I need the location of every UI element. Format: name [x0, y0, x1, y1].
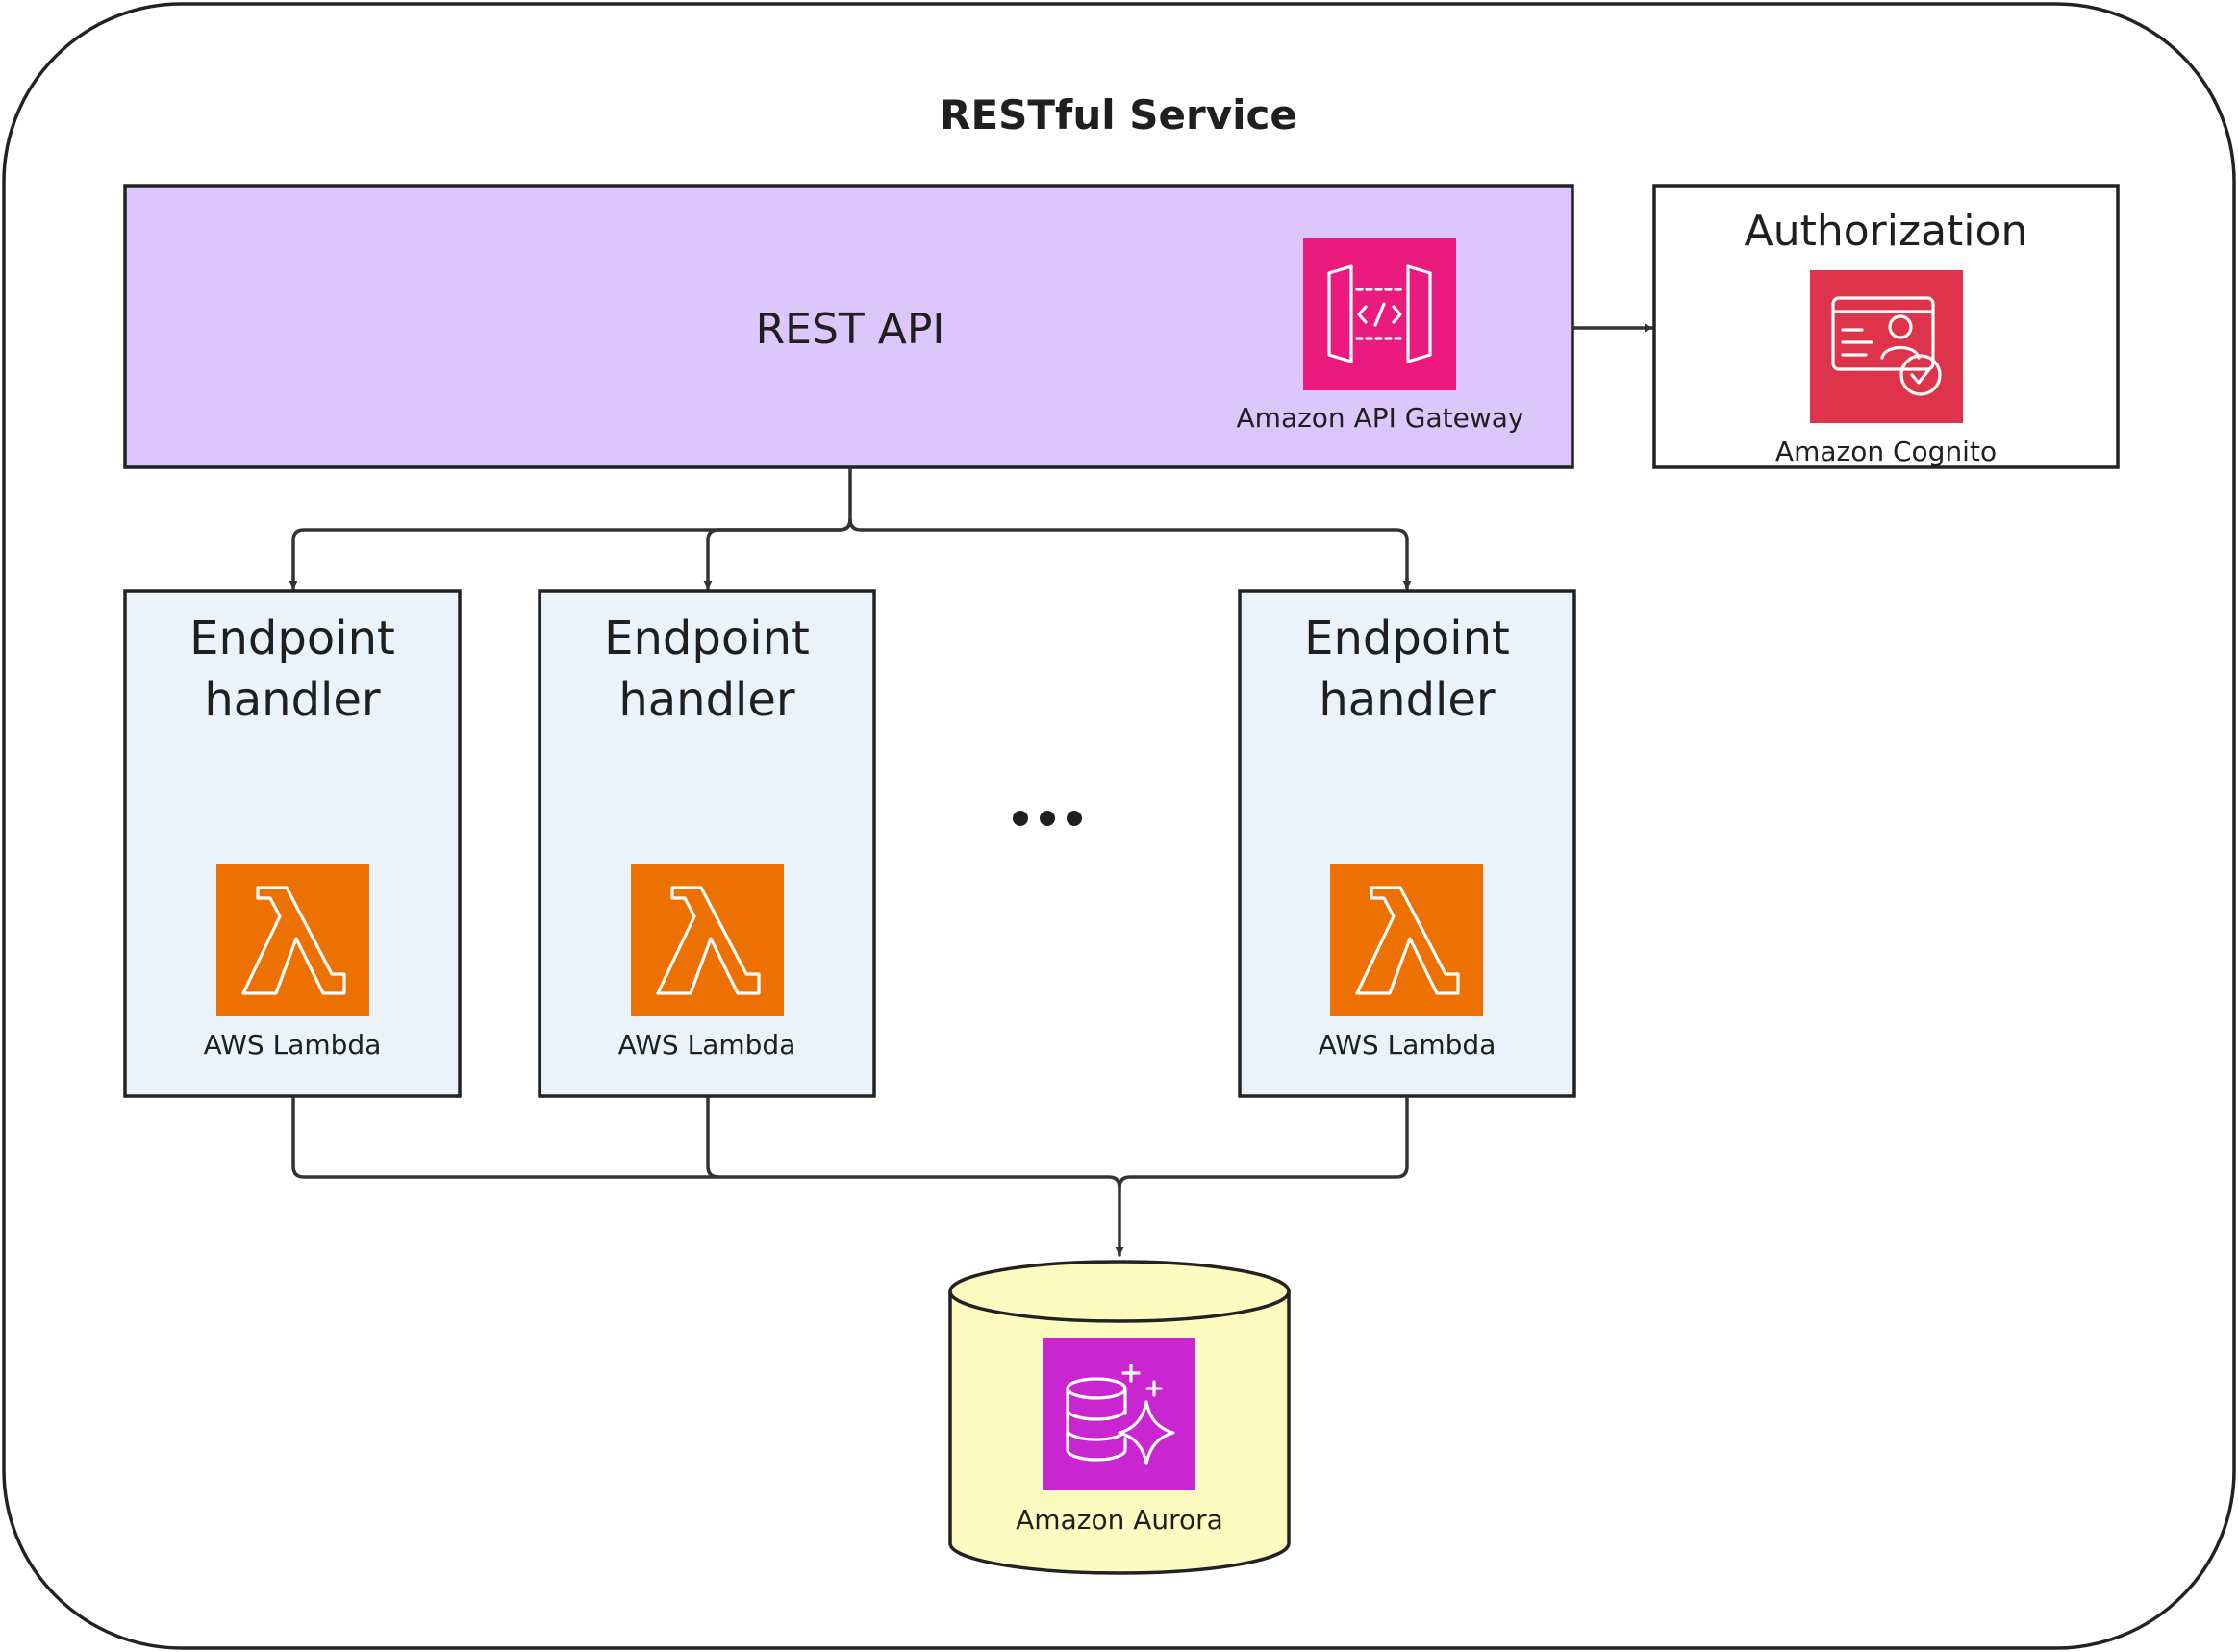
cognito-label: Amazon Cognito [1775, 436, 1997, 467]
cognito-icon [1810, 270, 1963, 423]
more-handlers-ellipsis-icon [1013, 811, 1082, 826]
endpoint-handler-3: Endpoint handler AWS Lambda [1238, 589, 1576, 1098]
api-to-handlers-arrows [289, 467, 1412, 590]
lambda-icon [631, 864, 784, 1016]
api-gateway-icon [1303, 238, 1456, 390]
api-gateway-label: Amazon API Gateway [1237, 402, 1524, 434]
lambda-icon [1330, 864, 1483, 1016]
lambda-icon [216, 864, 369, 1016]
service-title: RESTful Service [940, 91, 1297, 138]
handlers-to-database-connectors [291, 1096, 1409, 1257]
aurora-icon [1043, 1338, 1195, 1490]
handler-3-title-line1: Endpoint [1304, 612, 1510, 665]
lambda-3-label: AWS Lambda [1319, 1029, 1496, 1061]
lambda-1-label: AWS Lambda [204, 1029, 382, 1061]
authorization-label: Authorization [1745, 207, 2028, 256]
handler-2-title-line1: Endpoint [604, 612, 810, 665]
aurora-label: Amazon Aurora [1016, 1504, 1223, 1536]
handler-1-title-line1: Endpoint [189, 612, 395, 665]
rest-api-label: REST API [756, 305, 945, 354]
handler-1-title-line2: handler [204, 673, 381, 727]
handler-3-title-line2: handler [1319, 673, 1496, 727]
endpoint-handler-1: Endpoint handler AWS Lambda [123, 589, 462, 1098]
endpoint-handler-2: Endpoint handler AWS Lambda [538, 589, 876, 1098]
lambda-2-label: AWS Lambda [618, 1029, 796, 1061]
handler-2-title-line2: handler [618, 673, 795, 727]
